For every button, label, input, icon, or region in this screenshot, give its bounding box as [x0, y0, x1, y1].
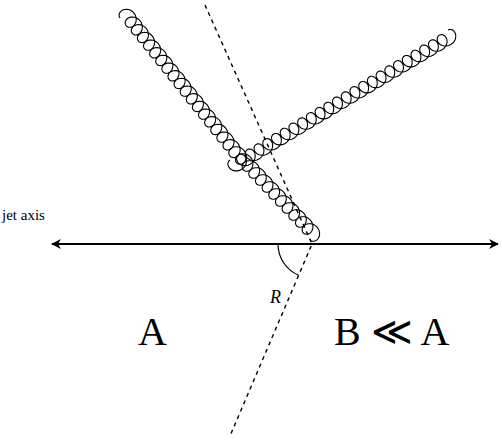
region-label: A	[138, 312, 167, 352]
angle-arc	[278, 244, 299, 275]
angle-label: R	[270, 288, 281, 306]
gluon	[229, 147, 320, 242]
gluon	[119, 9, 240, 157]
axis-label: jet axis	[2, 208, 45, 223]
jet-axis-arrow	[52, 243, 498, 245]
gluon-lines	[119, 9, 456, 241]
gluon	[228, 29, 456, 170]
region-label: B ≪ A	[334, 312, 449, 352]
